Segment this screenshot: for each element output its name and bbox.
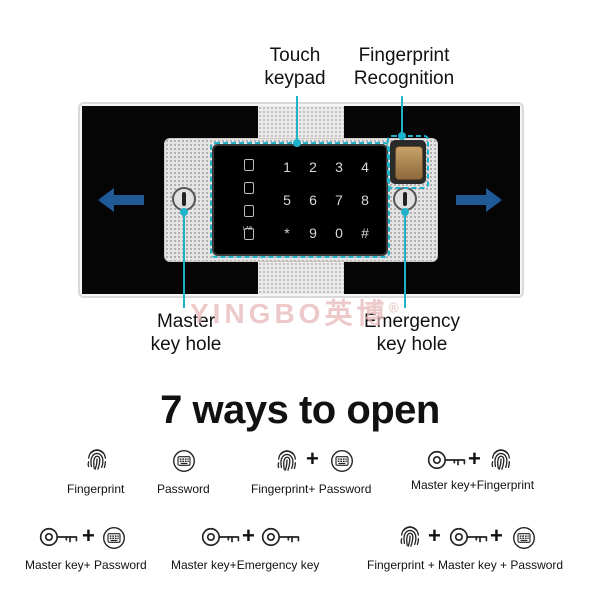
master-key-hole-label: Master key hole — [150, 311, 222, 355]
brand-watermark: YINGBO英博® — [190, 292, 403, 332]
way6-plus: + — [242, 523, 255, 548]
way6-label: Master key+Emergency key — [171, 558, 320, 572]
way5-plus: + — [82, 523, 95, 548]
key-0[interactable]: 0 — [335, 225, 343, 241]
key-4[interactable]: 4 — [361, 159, 369, 175]
emergency-key-callout-dot — [401, 208, 409, 216]
fingerprint-callout-dot — [398, 132, 406, 140]
key-1[interactable]: 1 — [283, 159, 291, 175]
way7-plus-1: + — [428, 523, 441, 548]
way3-plus: + — [306, 446, 319, 471]
touch-keypad-label: Touch keypad — [264, 45, 326, 89]
brand-watermark-text: YINGBO — [190, 298, 325, 329]
keypad-callout-dot — [293, 139, 301, 147]
keypad-dashed-outline — [210, 142, 390, 258]
emergency-key-hole-label: Emergency key hole — [363, 311, 461, 355]
fingerprint-recognition-label: Fingerprint Recognition — [353, 45, 455, 89]
way5-key-icon — [38, 526, 80, 548]
touch-keypad-screen[interactable]: LAB 1 2 3 4 5 6 7 8 * 9 0 # — [212, 144, 388, 256]
way7-key-icon — [448, 526, 490, 548]
keypad-side-icon-4 — [244, 228, 254, 240]
way1-fingerprint-icon — [84, 446, 110, 472]
key-5[interactable]: 5 — [283, 192, 291, 208]
page-title: 7 ways to open — [160, 388, 440, 432]
way3-label: Fingerprint+ Password — [251, 482, 372, 496]
key-star[interactable]: * — [284, 225, 290, 241]
way7-fingerprint-icon — [397, 523, 423, 549]
way4-key-icon — [426, 449, 468, 471]
way2-keypad-icon — [172, 449, 196, 473]
way2-label: Password — [157, 482, 210, 496]
key-9[interactable]: 9 — [309, 225, 317, 241]
key-6[interactable]: 6 — [309, 192, 317, 208]
way5-label: Master key+ Password — [25, 558, 147, 572]
way3-fingerprint-icon — [274, 447, 300, 473]
arrow-left-icon — [98, 188, 144, 212]
way6-emergency-key-icon — [260, 526, 302, 548]
keypad-side-icon-2 — [244, 182, 254, 194]
brand-watermark-cn: 英博 — [324, 298, 389, 329]
keypad-side-icon-3 — [244, 205, 254, 217]
key-2[interactable]: 2 — [309, 159, 317, 175]
key-7[interactable]: 7 — [335, 192, 343, 208]
master-key-callout-dot — [180, 208, 188, 216]
key-8[interactable]: 8 — [361, 192, 369, 208]
way7-keypad-icon — [512, 526, 536, 550]
way3-keypad-icon — [330, 449, 354, 473]
fingerprint-dashed-outline — [387, 135, 429, 189]
master-key-hole[interactable] — [172, 187, 196, 211]
way7-plus-2: + — [490, 523, 503, 548]
way4-fingerprint-icon — [488, 446, 514, 472]
emergency-key-hole[interactable] — [393, 187, 417, 211]
keypad-side-icon-label: LAB — [243, 226, 253, 232]
arrow-right-icon — [456, 188, 502, 212]
way6-key-icon — [200, 526, 242, 548]
way1-label: Fingerprint — [67, 482, 125, 496]
key-3[interactable]: 3 — [335, 159, 343, 175]
way4-plus: + — [468, 446, 481, 471]
way4-label: Master key+Fingerprint — [411, 478, 535, 492]
brand-watermark-mark: ® — [388, 299, 403, 316]
key-hash[interactable]: # — [361, 225, 369, 241]
way7-label: Fingerprint + Master key + Password — [367, 558, 564, 572]
keypad-side-icon-1 — [244, 159, 254, 171]
fingerprint-sensor[interactable] — [390, 140, 426, 184]
way5-keypad-icon — [102, 526, 126, 550]
